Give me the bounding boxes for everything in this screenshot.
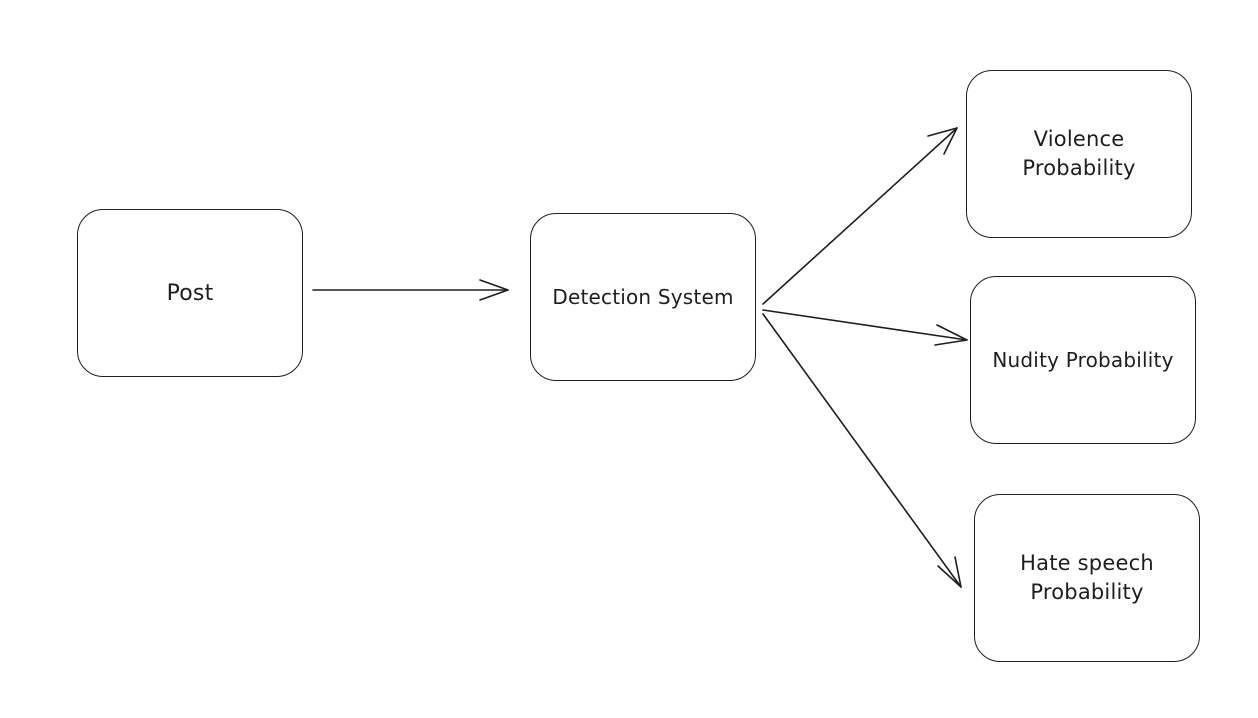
arrow-shaft xyxy=(762,309,968,341)
node-nudity-probability[interactable]: Nudity Probability xyxy=(970,276,1196,444)
arrow-head xyxy=(479,279,509,301)
node-nudity-probability-label: Nudity Probability xyxy=(992,347,1174,372)
arrow-detection-to-hate xyxy=(762,313,962,588)
node-detection-system[interactable]: Detection System xyxy=(530,213,756,381)
node-post-label: Post xyxy=(166,280,214,306)
node-post[interactable]: Post xyxy=(77,209,303,377)
arrow-head xyxy=(927,127,958,155)
node-hate-speech-probability-label: Hate speech Probability xyxy=(1020,551,1154,604)
node-detection-system-label: Detection System xyxy=(552,284,734,309)
node-violence-probability[interactable]: Violence Probability xyxy=(966,70,1192,238)
arrow-post-to-detection xyxy=(312,279,509,301)
node-hate-speech-probability[interactable]: Hate speech Probability xyxy=(974,494,1200,662)
arrow-shaft xyxy=(762,313,962,588)
node-violence-probability-label: Violence Probability xyxy=(1022,127,1136,180)
arrow-detection-to-nudity xyxy=(762,309,968,346)
arrow-head xyxy=(934,324,968,346)
arrow-head xyxy=(937,556,962,588)
arrow-detection-to-violence xyxy=(762,127,958,305)
arrow-shaft xyxy=(762,127,958,305)
